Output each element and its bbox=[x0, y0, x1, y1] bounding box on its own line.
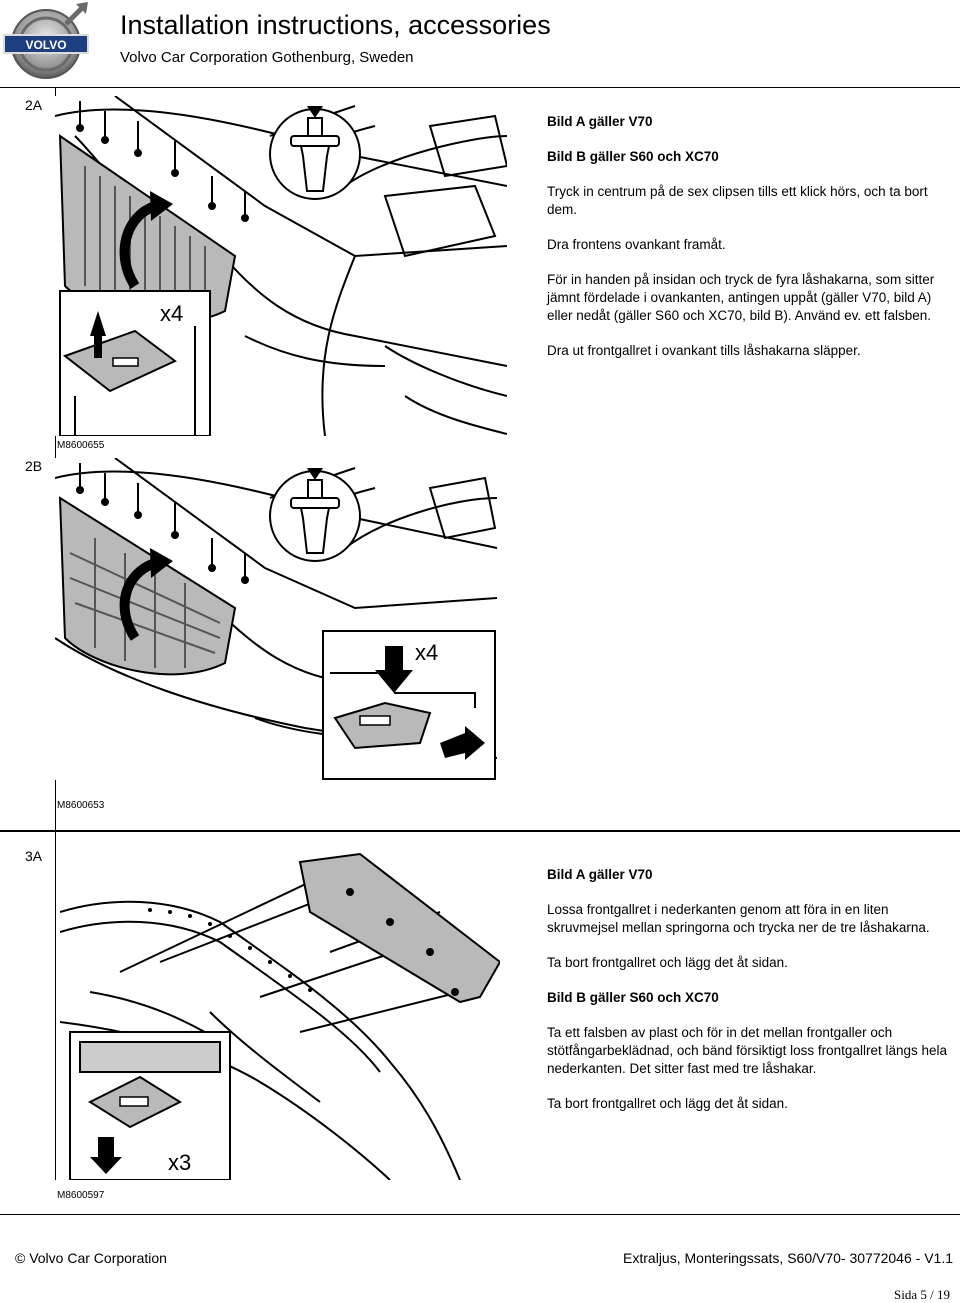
section-divider bbox=[0, 830, 960, 832]
illustration-2a: x4 bbox=[55, 96, 507, 436]
figure-code: M8600653 bbox=[57, 800, 105, 811]
figure-code: M8600655 bbox=[57, 440, 105, 451]
instruction-text: Ta bort frontgallret och lägg det åt sid… bbox=[547, 955, 788, 970]
volvo-logo: VOLVO bbox=[0, 0, 96, 86]
instruction-text: Lossa frontgallret i nederkanten genom a… bbox=[547, 902, 930, 935]
logo-text: VOLVO bbox=[25, 38, 66, 52]
instruction-text: Ta ett falsben av plast och för in det m… bbox=[547, 1025, 947, 1076]
instruction-text: Tryck in centrum på de sex clipsen tills… bbox=[547, 184, 928, 217]
instruction-text: För in handen på insidan och tryck de fy… bbox=[547, 272, 935, 323]
header-divider bbox=[0, 87, 960, 88]
instruction-text: Bild A gäller V70 bbox=[547, 114, 653, 129]
step-number: 3A bbox=[25, 848, 43, 864]
figure-code: M8600597 bbox=[57, 1190, 105, 1201]
page-subtitle: Volvo Car Corporation Gothenburg, Sweden bbox=[120, 49, 414, 66]
page-number: Sida 5 / 19 bbox=[894, 1287, 950, 1302]
footer-document-id: Extraljus, Monteringssats, S60/V70- 3077… bbox=[623, 1250, 953, 1266]
footer-copyright: © Volvo Car Corporation bbox=[15, 1250, 167, 1266]
callout-count: x4 bbox=[160, 301, 183, 326]
illustration-2b: x4 bbox=[55, 458, 497, 780]
page-title: Installation instructions, accessories bbox=[120, 10, 551, 40]
callout-count: x4 bbox=[415, 640, 438, 665]
instruction-text: Dra frontens ovankant framåt. bbox=[547, 237, 726, 252]
illustration-3a: x3 bbox=[60, 852, 500, 1180]
instruction-text: Dra ut frontgallret i ovankant tills lås… bbox=[547, 343, 861, 358]
step-number: 2A bbox=[25, 97, 43, 113]
instruction-text: Bild B gäller S60 och XC70 bbox=[547, 990, 719, 1005]
callout-count: x3 bbox=[168, 1150, 191, 1175]
step-number: 2B bbox=[25, 458, 43, 474]
instruction-text: Bild A gäller V70 bbox=[547, 867, 653, 882]
instructions-3a: Bild A gäller V70 Lossa frontgallret i n… bbox=[547, 866, 947, 1130]
instructions-2a: Bild A gäller V70 Bild B gäller S60 och … bbox=[547, 113, 947, 377]
footer-divider bbox=[0, 1214, 960, 1215]
instruction-text: Ta bort frontgallret och lägg det åt sid… bbox=[547, 1096, 788, 1111]
instruction-text: Bild B gäller S60 och XC70 bbox=[547, 149, 719, 164]
